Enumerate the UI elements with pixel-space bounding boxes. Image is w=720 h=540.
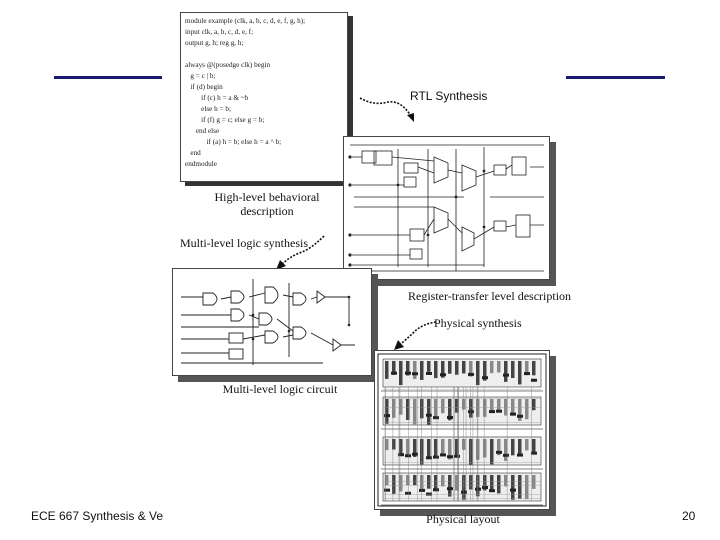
rtl-description-caption: Register-transfer level description: [408, 289, 572, 303]
page-number: 20: [682, 509, 696, 523]
rtl-synthesis-arrow: [359, 97, 414, 122]
logic-circuit-caption: Multi-level logic circuit: [222, 382, 338, 396]
code-line: input clk, a, b, c, d, e, f;: [185, 28, 254, 36]
physical-layout-card: [374, 350, 550, 510]
code-line: module example (clk, a, b, c, d, e, f, g…: [185, 17, 306, 25]
code-line: if (d) begin: [185, 83, 223, 91]
code-line: if (f) g = c; else g = b;: [185, 116, 265, 124]
physical-synthesis-arrow: [394, 321, 437, 350]
physical-layout-caption: Physical layout: [426, 512, 500, 526]
code-line: [185, 49, 343, 60]
rtl-schematic: [348, 144, 544, 272]
footer-course-title: ECE 667 Synthesis & Ve: [31, 509, 164, 523]
physical-synthesis-label: Physical synthesis: [434, 316, 522, 330]
code-line: if (c) h = a & ~b: [185, 94, 249, 102]
code-line: else h = b;: [185, 105, 231, 113]
multilevel-synthesis-arrow: [276, 235, 325, 270]
code-line: always @(posedge clk) begin: [185, 61, 271, 69]
rtl-synthesis-label: RTL Synthesis: [410, 89, 488, 103]
title-rule-right: [566, 76, 665, 79]
code-line: g = c | b;: [185, 72, 216, 80]
logic-circuit: [181, 279, 355, 365]
code-line: end: [185, 149, 201, 157]
verilog-code-card: module example (clk, a, b, c, d, e, f, g…: [180, 12, 348, 182]
code-line: output g, h; reg g, h;: [185, 39, 244, 47]
rtl-schematic-card: [343, 136, 550, 280]
multilevel-synthesis-label: Multi-level logic synthesis: [180, 236, 308, 250]
code-line: if (a) h = b; else h = a ^ b;: [185, 138, 282, 146]
code-line: end else: [185, 127, 220, 135]
verilog-code: module example (clk, a, b, c, d, e, f, g…: [181, 13, 347, 173]
physical-layout: [377, 353, 547, 507]
code-line: endmodule: [185, 160, 217, 168]
behavioral-caption: High-level behavioral description: [214, 190, 320, 218]
title-rule-left: [54, 76, 162, 79]
logic-circuit-card: [172, 268, 372, 376]
